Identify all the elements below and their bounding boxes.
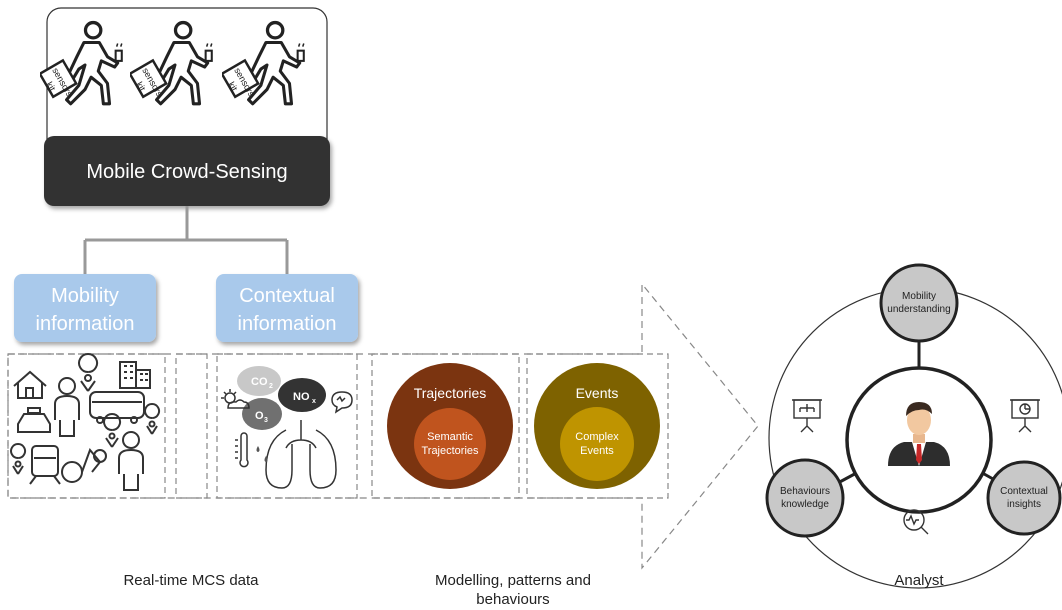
analytics-magnifier-icon [903,509,929,535]
caption-analyst: Analyst [894,572,944,589]
complex-line2: Events [580,445,614,457]
lungs-icon [265,420,337,489]
contextual-insights-line2: insights [1007,499,1041,510]
semantic-line1: Semantic [427,431,473,443]
co2-sub: 2 [269,383,273,390]
pie-chart-board-icon [1010,399,1040,433]
semantic-line2: Trajectories [421,445,479,457]
rain-drops [256,446,268,462]
caption-realtime: Real-time MCS data [123,572,259,589]
co2-label: CO [251,376,268,388]
events-box [526,353,669,499]
co2-cloud [237,366,281,396]
person-icon [118,431,144,491]
sun-cloud-icon [221,389,250,409]
complex-events-circle [560,407,634,481]
analyst-avatar [888,402,950,466]
nox-cloud [278,378,326,412]
spacer-box [175,353,208,499]
contextual-data-box [216,353,358,499]
complex-line1: Complex [575,431,619,443]
house-icon [13,370,47,399]
mobility-understanding-line2: understanding [887,304,950,315]
map-pin-icon [78,353,99,392]
bus-icon [89,391,145,424]
mobility-data-box [7,353,166,499]
nox-label: NO [293,391,310,403]
o3-label: O [255,410,264,422]
buildings-icon [119,361,151,389]
thermometer-icon [235,432,249,468]
trajectories-box [371,353,520,499]
events-label: Events [576,385,619,401]
mobility-icons [10,353,161,491]
o3-sub: 3 [264,417,268,424]
contextual-info-box [216,274,358,342]
chat-icon [331,391,353,414]
semantic-trajectories-circle [414,408,486,480]
taxi-icon [17,407,51,433]
mobility-info-line1: Mobility [51,285,119,307]
contextual-insights-line1: Contextual [1000,486,1048,497]
behaviours-knowledge-line2: knowledge [781,499,829,510]
map-pin-icon [144,403,161,435]
mobility-understanding-line1: Mobility [902,291,936,302]
contextual-insights-circle [986,460,1062,536]
cyclist-icon [61,448,107,483]
behaviours-knowledge-circle [765,458,845,538]
caption-modelling-line1: Modelling, patterns and [435,572,591,589]
crowd-sensing-title: Mobile Crowd-Sensing [86,161,287,183]
contextual-icons: CO 2 NO x O 3 [221,366,353,489]
crowd-sensing-title-box [44,136,330,206]
org-chart-board-icon [792,399,822,433]
contextual-info-line1: Contextual [239,285,335,307]
o3-cloud [242,398,282,430]
train-icon [29,445,61,485]
mobility-info-line2: information [36,313,135,335]
contextual-info-line2: information [238,313,337,335]
mobility-understanding-circle [879,263,959,343]
mobility-info-box [14,274,156,342]
person-icon [54,377,80,437]
map-pin-icon [103,413,121,448]
map-pin-icon [10,443,27,475]
trajectories-label: Trajectories [414,385,487,401]
caption-modelling-line2: behaviours [476,591,549,608]
behaviours-knowledge-line1: Behaviours [780,486,830,497]
connector-tree [83,206,289,276]
nox-sub: x [312,398,316,405]
